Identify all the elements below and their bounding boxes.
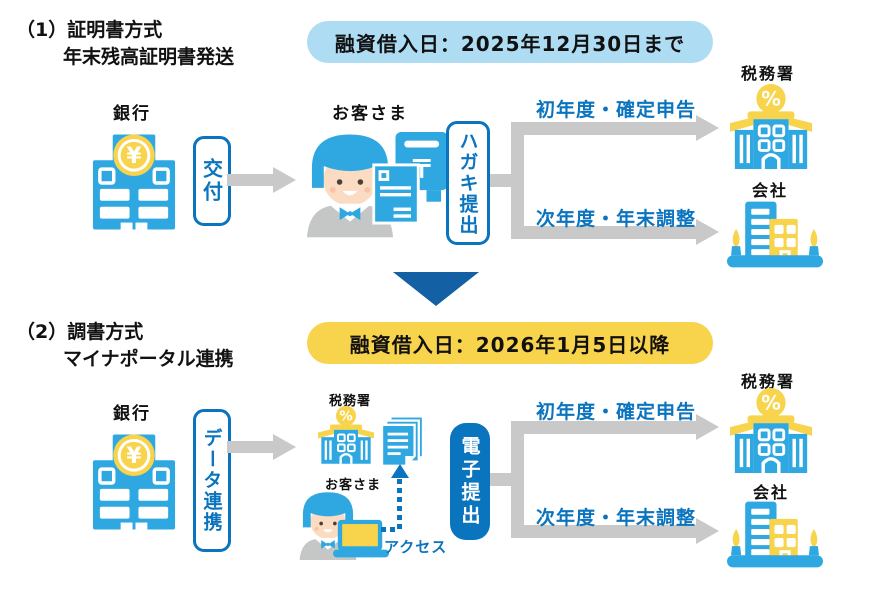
- flow1-fork-vertical: [511, 122, 524, 239]
- flow1-heading-subtitle: 年末残高証明書発送: [63, 46, 235, 68]
- flow2-action-box: データ連携: [193, 409, 231, 552]
- flow1-fork-top-bar: [511, 122, 696, 135]
- flow1-heading: （1）証明書方式 年末残高証明書発送: [16, 17, 234, 71]
- flow1-banner: 融資借入日：2025年12月30日まで: [307, 21, 713, 63]
- flow1-heading-title: 証明書方式: [67, 19, 163, 41]
- flow2-fork-bottom-bar: [511, 525, 696, 538]
- down-arrow-divider: [393, 272, 479, 306]
- flow2-tax-office-small-label: 税務署: [329, 394, 372, 409]
- bank-icon: [87, 426, 181, 536]
- tax-office-icon: [727, 83, 815, 169]
- tax-office-small-icon: [316, 405, 376, 464]
- flow1-branch-bottom-label: 次年度・年末調整: [536, 208, 697, 230]
- flow2-bank-label: 銀行: [113, 404, 151, 424]
- flow2-heading-number: （2）: [16, 321, 68, 343]
- flow2-branch-top-label: 初年度・確定申告: [536, 401, 697, 423]
- flow2-fork-top-bar: [511, 421, 696, 434]
- flow2-tax-office-label: 税務署: [741, 372, 796, 391]
- flow1-fork-bottom-head: [696, 219, 719, 245]
- flow2-customer-label: お客さま: [325, 478, 382, 493]
- flow2-fork-vertical: [511, 421, 524, 538]
- flow2-fork-bottom-head: [696, 518, 719, 544]
- flow1-branch-top-label: 初年度・確定申告: [536, 99, 697, 121]
- access-arrow-vertical: [397, 479, 402, 530]
- flow1-arrow-head: [273, 167, 296, 193]
- flow1-fork-top-head: [696, 115, 719, 141]
- flow2-heading-subtitle: マイナポータル連携: [63, 348, 234, 370]
- bank-icon: [87, 126, 181, 236]
- flow1-submit-box: ハガキ提出: [446, 121, 490, 245]
- company-icon: [727, 498, 823, 570]
- flow2-company-label: 会社: [753, 483, 790, 502]
- flow1-fork-bottom-bar: [511, 226, 696, 239]
- documents-stack-icon: [380, 415, 425, 469]
- flow2-fork-top-head: [696, 414, 719, 440]
- flow1-customer-label: お客さま: [332, 104, 408, 124]
- flow1-arrow-bar: [227, 174, 273, 186]
- flow2-branch-bottom-label: 次年度・年末調整: [536, 507, 697, 529]
- flow2-access-label: アクセス: [384, 538, 448, 556]
- flow2-heading: （2）調書方式 マイナポータル連携: [16, 319, 234, 373]
- flow2-fork-stub: [490, 473, 511, 486]
- access-arrow-horizontal: [381, 527, 398, 532]
- tax-office-icon: [727, 387, 815, 473]
- flow1-tax-office-label: 税務署: [741, 64, 796, 83]
- laptop-icon: [333, 519, 389, 559]
- flow1-action-box: 交付: [193, 136, 231, 226]
- flow1-fork-stub: [490, 174, 511, 187]
- flow1-heading-number: （1）: [16, 19, 68, 41]
- flow1-company-label: 会社: [752, 181, 789, 200]
- flow2-heading-title: 調書方式: [67, 321, 144, 343]
- postcard-document-icon: [372, 130, 450, 225]
- flow2-arrow-head: [273, 434, 296, 460]
- company-icon: [727, 198, 823, 270]
- flow2-arrow-bar: [227, 441, 273, 453]
- flow2-submit-box: 電子提出: [450, 423, 490, 540]
- flow2-banner: 融資借入日：2026年1月5日以降: [307, 322, 713, 364]
- access-arrow-head: [391, 464, 409, 478]
- flow1-bank-label: 銀行: [113, 104, 151, 124]
